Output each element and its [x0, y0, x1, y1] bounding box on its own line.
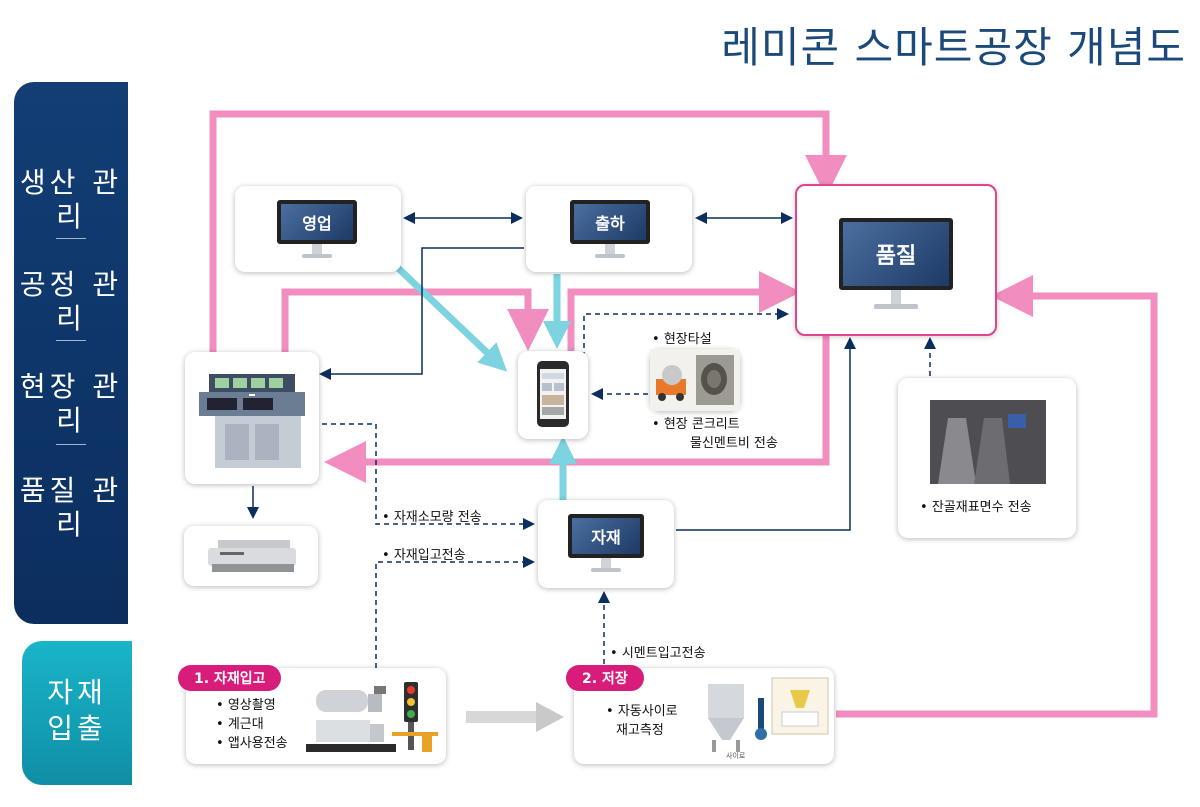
dash-panel-material: [322, 423, 535, 530]
step2-badge: 2. 저장: [566, 665, 644, 691]
cement-flow-label: • 시멘트입고전송: [610, 646, 706, 661]
pink-flow-top: [209, 110, 847, 352]
aggregate-card[interactable]: • 잔골재표면수 전송: [898, 378, 1076, 538]
sidebar-material-io: 자재 입출: [22, 641, 132, 785]
divider: [56, 444, 86, 445]
material-card[interactable]: 자재: [538, 500, 674, 588]
pink-flow-mid: [281, 288, 549, 352]
shipping-label: 출하: [570, 200, 650, 244]
group-material-io: 자재 입출: [47, 676, 107, 745]
control-panel-card[interactable]: [185, 352, 319, 484]
silo-image: 사이로: [708, 677, 829, 760]
navy-shipping-panel: [319, 247, 524, 380]
truck-gate-image: [306, 682, 438, 752]
step1-card[interactable]: • 영상촬영 • 계근대 • 앱사용전송: [186, 668, 446, 764]
list-item: 재고측정: [616, 723, 664, 738]
consumption-flow-label: • 자재소모량 전송: [382, 510, 482, 525]
site-photo: [650, 349, 740, 411]
receipt-flow-label: • 자재입고전송: [382, 548, 466, 563]
divider: [56, 238, 86, 239]
group-production: 생산 관리: [19, 166, 123, 233]
group-site: 현장 관리: [19, 370, 123, 437]
navy-material-quality: [676, 337, 856, 531]
list-item: • 앱사용전송: [216, 736, 288, 751]
aggregate-label: • 잔골재표면수 전송: [920, 500, 1032, 515]
pink-flow-return: [324, 336, 830, 483]
list-item: • 자동사이로: [606, 704, 678, 719]
quality-card[interactable]: 품질: [795, 184, 997, 336]
sales-card[interactable]: 영업: [235, 186, 401, 272]
teal-flow-sales: [395, 265, 508, 372]
pink-flow-silo: [836, 275, 1158, 718]
pink-flow-phone-quality: [567, 271, 801, 352]
control-panel-image: [199, 374, 305, 468]
sales-label: 영업: [277, 200, 357, 244]
list-item: • 영상촬영: [216, 698, 276, 713]
sidebar-management: 생산 관리 공정 관리 현장 관리 품질 관리: [14, 82, 128, 624]
site-ratio-label: 물신멘트비 전송: [690, 436, 778, 451]
dash-receipt-material: [375, 556, 535, 668]
site-card[interactable]: [650, 349, 740, 411]
silo-caption: 사이로: [726, 751, 746, 760]
smartphone-icon: [537, 361, 569, 427]
divider: [56, 340, 86, 341]
step1-badge: 1. 자재입고: [178, 665, 282, 691]
shipping-card[interactable]: 출하: [526, 186, 692, 272]
step1-list: • 영상촬영 • 계근대 • 앱사용전송: [216, 696, 288, 753]
site-pouring-label: • 현장타설: [652, 332, 712, 347]
phone-card[interactable]: [518, 351, 588, 439]
material-label: 자재: [568, 514, 644, 558]
list-item: • 계근대: [216, 717, 264, 732]
aggregate-sensor-photo: [930, 400, 1046, 484]
step2-list: • 자동사이로 재고측정: [606, 702, 678, 740]
step2-card[interactable]: • 자동사이로 재고측정 사이로: [574, 668, 834, 764]
group-quality: 품질 관리: [19, 474, 123, 541]
quality-label: 품질: [839, 218, 953, 290]
site-concrete-label: • 현장 콘크리트: [652, 417, 740, 432]
group-process: 공정 관리: [19, 268, 123, 335]
page-title: 레미콘 스마트공장 개념도: [721, 23, 1186, 72]
printer-icon: [208, 540, 296, 572]
printer-card[interactable]: [184, 526, 318, 586]
